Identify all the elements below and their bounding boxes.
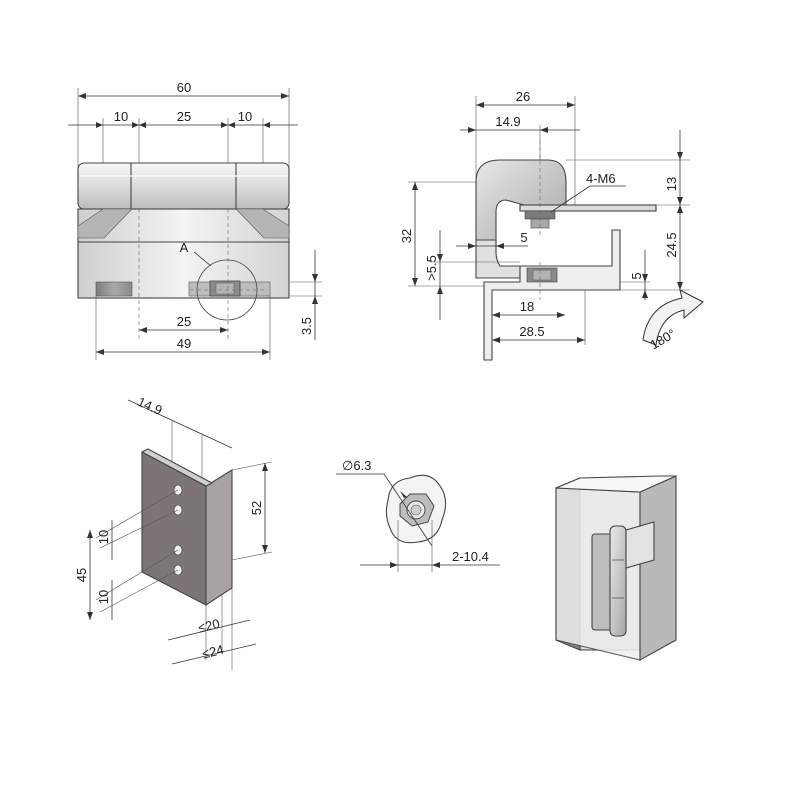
rotation-arrow-icon: [642, 289, 704, 346]
dim-overall-width: 60: [177, 80, 191, 95]
dim-side-lower: 24.5: [664, 232, 679, 257]
dim-base-width: 49: [177, 336, 191, 351]
dim-slot: 18: [520, 299, 534, 314]
slot-left: [95, 281, 133, 297]
dim-right-leaf: 10: [238, 109, 252, 124]
bracket-top-edge: [140, 448, 214, 487]
thread-label: 4-M6: [586, 171, 616, 186]
dim-pitch-top: 10: [96, 530, 111, 544]
panel-right: [639, 475, 677, 661]
dim-screw-offset: 5: [520, 230, 527, 245]
detail-label: A: [180, 240, 189, 255]
dim-left-leaf: 10: [114, 109, 128, 124]
dim-side-inner: 14.9: [495, 114, 520, 129]
dim-side-width: 26: [516, 89, 530, 104]
dim-offset: 3.5: [299, 317, 314, 335]
dim-center: 25: [177, 109, 191, 124]
dim-total-holes: 45: [74, 568, 89, 582]
dim-min-gap: >5.5: [424, 255, 439, 281]
lower-plate: [483, 229, 621, 361]
upper-plate: [519, 204, 657, 212]
hinge-leaf-right: [625, 521, 655, 569]
dim-thickness-2: ≤24: [201, 642, 226, 662]
dim-bracket-width: 14.9: [135, 394, 164, 418]
upper-leaf: [475, 159, 567, 241]
front-view: 60 10 25 10 A: [68, 80, 322, 360]
bracket-view: 14.9 52 10 10 45 ≤20: [74, 394, 273, 670]
dim-pitch-bottom: 10: [96, 590, 111, 604]
bracket-right-face: [205, 469, 233, 607]
dim-thickness-1: ≤20: [197, 616, 222, 636]
dim-side-height: 32: [399, 229, 414, 243]
hinge-knuckle-iso: [609, 525, 627, 637]
side-view: 26 14.9 4-M6 13 24.5: [399, 89, 704, 361]
dim-base-length: 28.5: [519, 324, 544, 339]
dim-hole-spacing: 25: [177, 314, 191, 329]
dim-bracket-height: 52: [249, 501, 264, 515]
hinge-knuckle: [77, 162, 290, 210]
dim-side-top: 13: [664, 177, 679, 191]
detail-view: ∅6.3 2-10.4: [336, 458, 500, 572]
dim-nut: 2-10.4: [452, 549, 489, 564]
isometric-view: [555, 475, 677, 661]
panel-top: [555, 475, 677, 493]
dim-diameter: ∅6.3: [342, 458, 371, 473]
dim-base-offset: 5: [629, 272, 644, 279]
hinge-leaf-left: [591, 533, 613, 631]
